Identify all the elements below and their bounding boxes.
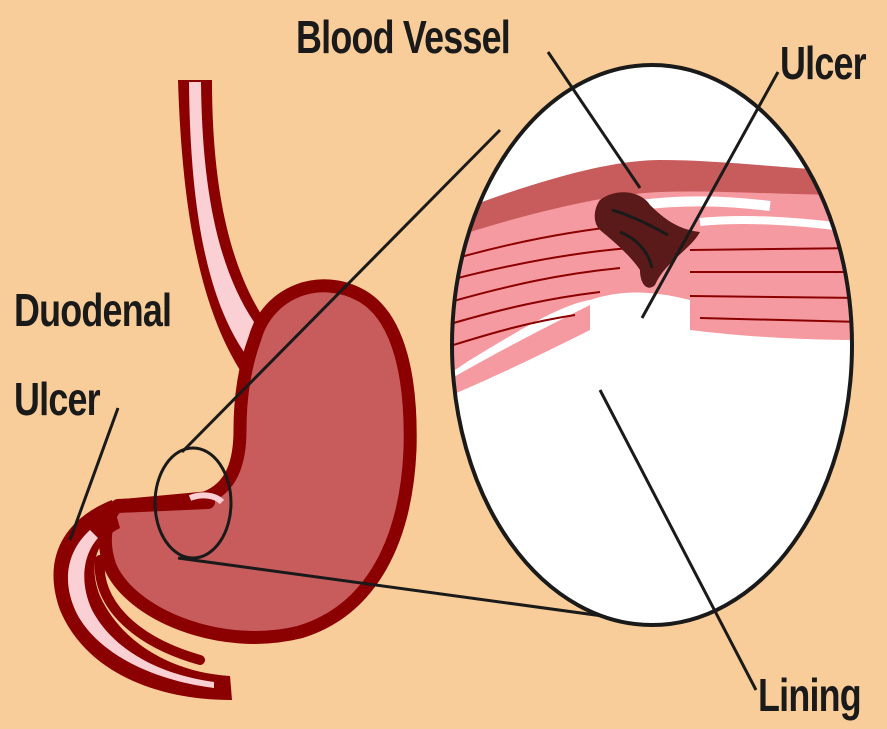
pyloric-channel [118,502,208,506]
magnified-view [440,65,860,625]
label-ulcer: Ulcer [780,40,866,86]
label-lining: Lining [758,672,861,718]
label-duodenal-ulcer: Ulcer [14,376,100,422]
label-duodenal: Duodenal [14,287,171,333]
label-blood-vessel: Blood Vessel [296,14,510,60]
